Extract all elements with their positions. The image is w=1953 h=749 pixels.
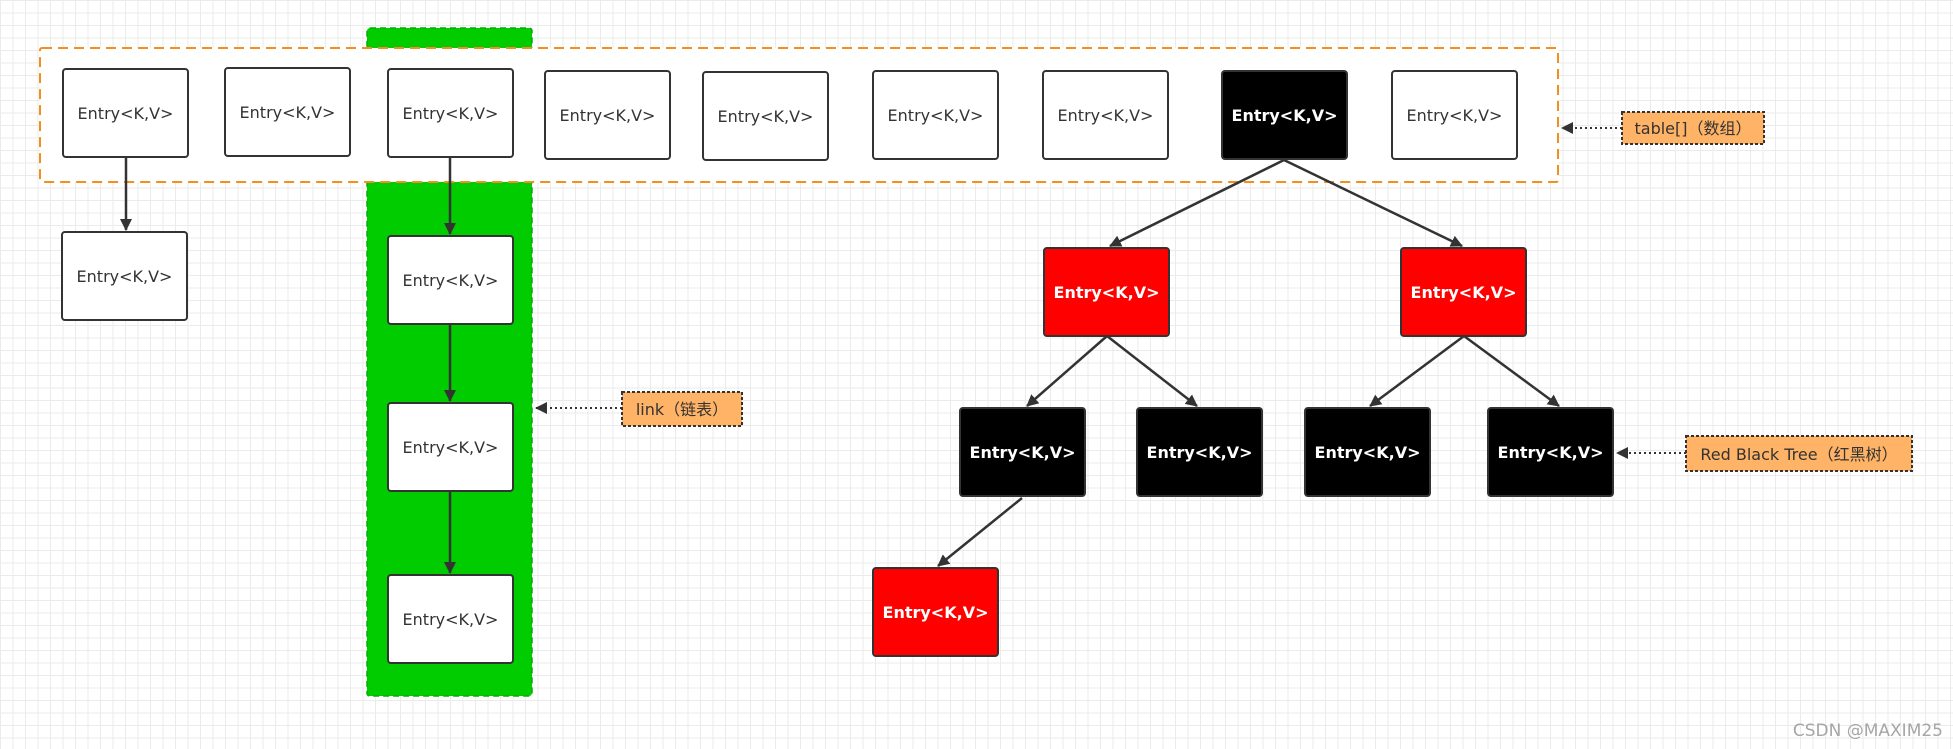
array-entry-6: Entry<K,V>	[1042, 70, 1169, 160]
array-entry-6-box	[1042, 70, 1169, 160]
array-entry-4: Entry<K,V>	[702, 71, 829, 161]
tree-entry-6-box	[872, 567, 999, 657]
tree-entry-6: Entry<K,V>	[872, 567, 999, 657]
tree-note-box	[1685, 435, 1913, 472]
tree-entry-3: Entry<K,V>	[1136, 407, 1263, 497]
array-entry-0: Entry<K,V>	[62, 68, 189, 158]
chain-entry-1-label: Entry<K,V>	[403, 271, 499, 290]
array-entry-5: Entry<K,V>	[872, 70, 999, 160]
tree-entry-5-label: Entry<K,V>	[1498, 443, 1604, 462]
array-entry-0-box	[62, 68, 189, 158]
edge-arrow-9	[1463, 334, 1560, 408]
table-note: table[]（数组）	[1621, 111, 1765, 145]
tree-entry-5-box	[1487, 407, 1614, 497]
array-entry-2-label: Entry<K,V>	[403, 104, 499, 123]
edge-arrow-6	[1026, 335, 1108, 407]
chain-entry-1-box	[387, 235, 514, 325]
array-entry-5-label: Entry<K,V>	[888, 106, 984, 125]
array-entry-6-label: Entry<K,V>	[1058, 106, 1154, 125]
link-note: link（链表）	[621, 391, 743, 427]
tree-entry-4-box	[1304, 407, 1431, 497]
tree-note: Red Black Tree（红黑树）	[1685, 435, 1913, 472]
link-note-box	[621, 391, 743, 427]
edge-arrow-5	[1283, 158, 1463, 248]
array-entry-1-label: Entry<K,V>	[240, 103, 336, 122]
array-entry-8-label: Entry<K,V>	[1407, 106, 1503, 125]
array-entry-4-box	[702, 71, 829, 161]
tree-entry-1-label: Entry<K,V>	[1411, 283, 1517, 302]
edge-arrow-10	[937, 497, 1023, 567]
tree-entry-2-box	[959, 407, 1086, 497]
tree-entry-3-label: Entry<K,V>	[1147, 443, 1253, 462]
tree-entry-3-box	[1136, 407, 1263, 497]
table-note-label: table[]（数组）	[1634, 119, 1751, 138]
array-entry-8: Entry<K,V>	[1391, 70, 1518, 160]
tree-entry-2-label: Entry<K,V>	[970, 443, 1076, 462]
edge-arrow-4	[1109, 158, 1285, 248]
array-entry-5-box	[872, 70, 999, 160]
tree-entry-1-box	[1400, 247, 1527, 337]
array-entry-1: Entry<K,V>	[224, 67, 351, 157]
edge-arrow-7	[1106, 335, 1198, 407]
array-entry-7: Entry<K,V>	[1221, 70, 1348, 160]
tree-entry-2: Entry<K,V>	[959, 407, 1086, 497]
chain-entry-3: Entry<K,V>	[387, 574, 514, 664]
chain-entry-0-label: Entry<K,V>	[77, 267, 173, 286]
array-entry-8-box	[1391, 70, 1518, 160]
array-entry-2-box	[387, 68, 514, 158]
tree-entry-0: Entry<K,V>	[1043, 247, 1170, 337]
tree-entry-1: Entry<K,V>	[1400, 247, 1527, 337]
chain-entry-2-box	[387, 402, 514, 492]
array-entry-3-box	[544, 70, 671, 160]
array-entry-7-box	[1221, 70, 1348, 160]
tree-entry-0-box	[1043, 247, 1170, 337]
tree-entry-4: Entry<K,V>	[1304, 407, 1431, 497]
tree-entry-0-label: Entry<K,V>	[1054, 283, 1160, 302]
array-entry-1-box	[224, 67, 351, 157]
array-entry-4-label: Entry<K,V>	[718, 107, 814, 126]
array-entry-7-label: Entry<K,V>	[1232, 106, 1338, 125]
tree-entry-5: Entry<K,V>	[1487, 407, 1614, 497]
edge-arrow-8	[1369, 334, 1465, 408]
note-connectors	[535, 122, 1686, 459]
chain-entry-3-label: Entry<K,V>	[403, 610, 499, 629]
array-entry-3-label: Entry<K,V>	[560, 106, 656, 125]
tree-note-label: Red Black Tree（红黑树）	[1700, 445, 1897, 464]
array-entry-2: Entry<K,V>	[387, 68, 514, 158]
chain-entry-3-box	[387, 574, 514, 664]
node-layer: Entry<K,V> Entry<K,V> Entry<K,V> Entry<K,V>…	[61, 67, 1614, 664]
edge-layer	[120, 157, 1560, 574]
chain-entry-2: Entry<K,V>	[387, 402, 514, 492]
chain-entry-0-box	[61, 231, 188, 321]
array-entry-0-label: Entry<K,V>	[78, 104, 174, 123]
watermark: CSDN @MAXIM25	[1792, 721, 1943, 741]
tree-entry-4-label: Entry<K,V>	[1315, 443, 1421, 462]
chain-entry-2-label: Entry<K,V>	[403, 438, 499, 457]
table-note-box	[1621, 111, 1765, 145]
tree-entry-6-label: Entry<K,V>	[883, 603, 989, 622]
chain-entry-1: Entry<K,V>	[387, 235, 514, 325]
array-entry-3: Entry<K,V>	[544, 70, 671, 160]
chain-entry-0: Entry<K,V>	[61, 231, 188, 321]
link-note-label: link（链表）	[636, 400, 728, 419]
